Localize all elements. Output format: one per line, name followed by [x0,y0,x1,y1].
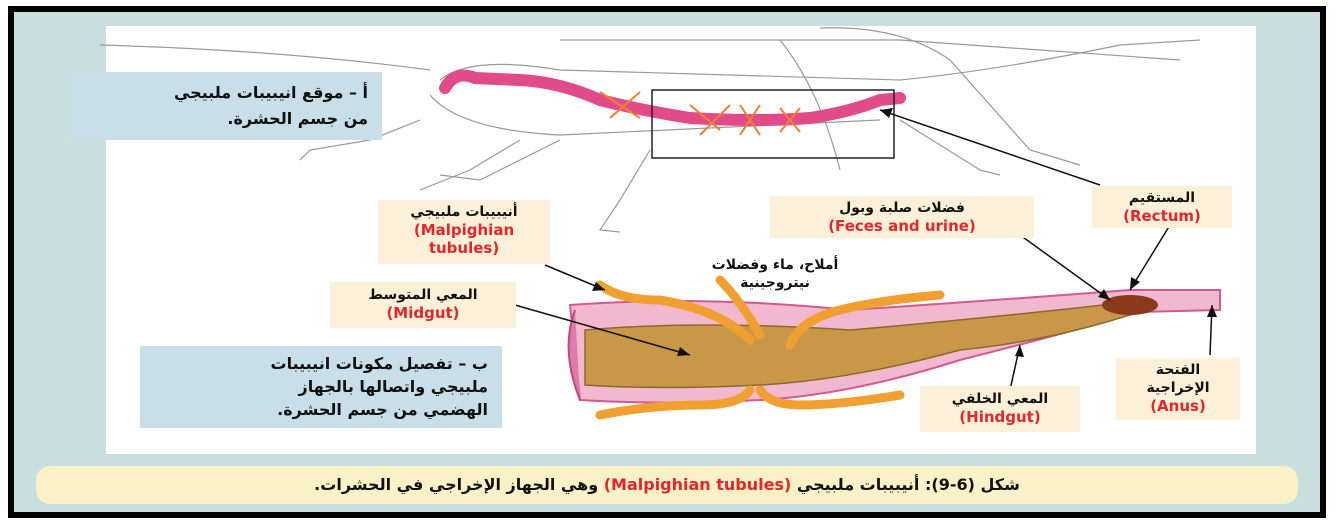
label-salts-line2: نيتروجينية [650,274,900,292]
label-malpighian: أنيبيبات ملبيجي (Malpighian tubules) [378,200,550,264]
label-rectum-en: (Rectum) [1092,207,1232,225]
label-rectum-ar: المستقيم [1092,189,1232,207]
label-midgut-ar: المعي المتوسط [330,286,516,304]
label-feces-ar: فضلات صلبة وبول [770,199,1034,217]
label-malpighian-ar: أنيبيبات ملبيجي [378,203,550,221]
caption-text-en: (Malpighian tubules) [604,475,792,494]
label-feces-en: (Feces and urine) [770,217,1034,235]
label-rectum: المستقيم (Rectum) [1092,186,1232,228]
label-anus-ar1: الفتحة [1116,361,1240,379]
caption-text-ar1: أنيبيبات ملبيجي [797,475,920,494]
panel-b-line3: الهضمي من جسم الحشرة. [154,398,488,421]
caption-text-ar2: وهي الجهاز الإخراجي في الحشرات. [314,475,598,494]
panel-a-description: أ – موقع انيبيبات ملبيجي من جسم الحشرة. [70,72,382,140]
caption-prefix: شكل (6-9): [925,475,1020,494]
figure-caption: شكل (6-9): أنيبيبات ملبيجي (Malpighian t… [36,466,1298,504]
panel-b-description: ب – تفصيل مكونات انيبيبات ملبيجي واتصاله… [140,346,502,428]
label-anus-ar2: الإخراجية [1116,379,1240,397]
label-hindgut-en: (Hindgut) [920,408,1080,426]
label-salts-line1: أملاح، ماء وفضلات [650,256,900,274]
label-anus-en: (Anus) [1116,397,1240,415]
label-anus: الفتحة الإخراجية (Anus) [1116,358,1240,420]
label-feces: فضلات صلبة وبول (Feces and urine) [770,196,1034,238]
label-hindgut: المعي الخلفي (Hindgut) [920,386,1080,432]
label-hindgut-ar: المعي الخلفي [920,390,1080,408]
label-malpighian-en2: tubules) [378,239,550,257]
insect-gut [445,76,900,120]
label-salts: أملاح، ماء وفضلات نيتروجينية [650,256,900,292]
label-midgut: المعي المتوسط (Midgut) [330,282,516,328]
panel-a-line2: من جسم الحشرة. [84,106,368,132]
panel-b-line1: ب – تفصيل مكونات انيبيبات [154,352,488,375]
label-malpighian-en1: (Malpighian [378,221,550,239]
label-midgut-en: (Midgut) [330,304,516,322]
panel-a-line1: أ – موقع انيبيبات ملبيجي [84,80,368,106]
panel-b-line2: ملبيجي واتصالها بالجهاز [154,375,488,398]
